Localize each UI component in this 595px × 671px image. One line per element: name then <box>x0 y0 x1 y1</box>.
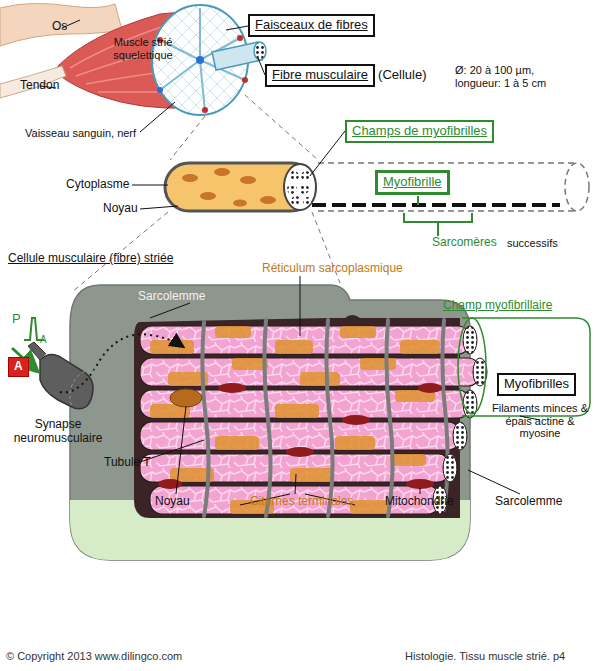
cell-title: Cellule musculaire (fibre) striée <box>8 252 173 266</box>
action-marker-box: A <box>8 357 29 377</box>
sarcomere-label: Sarcomères <box>432 236 497 250</box>
copyright-note: © Copyright 2013 www.dilingco.com <box>6 650 182 663</box>
box-note: (Cellule) <box>378 67 426 84</box>
box-title: Fibre musculaire <box>272 67 368 84</box>
box-title: Myofibrilles <box>504 376 569 393</box>
successive-label: successifs <box>507 237 558 250</box>
dimension-note: Ø: 20 à 100 µm, longueur: 1 à 5 cm <box>455 64 575 89</box>
muscle-fiber-box: Fibre musculaire(Cellule) <box>265 64 375 87</box>
nucleus-label: Noyau <box>103 202 138 216</box>
bone-label: Os <box>52 20 67 34</box>
myofibril-field-box: Champs de myofibrilles <box>345 120 494 143</box>
nucleus-label: Noyau <box>155 495 190 509</box>
cytoplasm-label: Cytoplasme <box>66 178 129 192</box>
tendon-label: Tendon <box>20 79 59 93</box>
t-tubule-label: Tubule T <box>104 456 151 470</box>
cistern-label: Citernes terminales <box>250 495 353 509</box>
field-label: Champ myofibrillaire <box>443 299 552 313</box>
signal-letter: A <box>40 334 47 346</box>
myofibrils-box: Myofibrilles <box>497 373 576 396</box>
box-title: Faisceaux de fibres <box>255 17 368 34</box>
vessel-nerve-label: Vaisseau sanguin, nerf <box>25 127 136 140</box>
fiber-bundle-box: Faisceaux de fibres <box>248 14 375 37</box>
mitochondria-label: Mitochondrie <box>385 495 454 509</box>
sarcolemma-label: Sarcolemme <box>495 495 562 509</box>
myofibril-box: Myofibrille <box>375 170 450 195</box>
synapse-label: Synapse neuromusculaire <box>2 418 114 446</box>
sarcolemma-label: Sarcolemme <box>138 290 205 304</box>
signal-letter: P <box>12 312 21 327</box>
page-footer: Histologie. Tissu muscle strié. p4 <box>405 650 565 663</box>
reticulum-label: Réticulum sarcoplasmique <box>262 262 403 276</box>
filament-label: Filaments minces & épais actine & myosin… <box>490 402 590 440</box>
box-title: Myofibrille <box>383 174 442 191</box>
box-title: A <box>14 359 23 375</box>
muscle-label: Muscle strié squelettique <box>112 36 174 61</box>
box-title: Champs de myofibrilles <box>352 123 487 140</box>
